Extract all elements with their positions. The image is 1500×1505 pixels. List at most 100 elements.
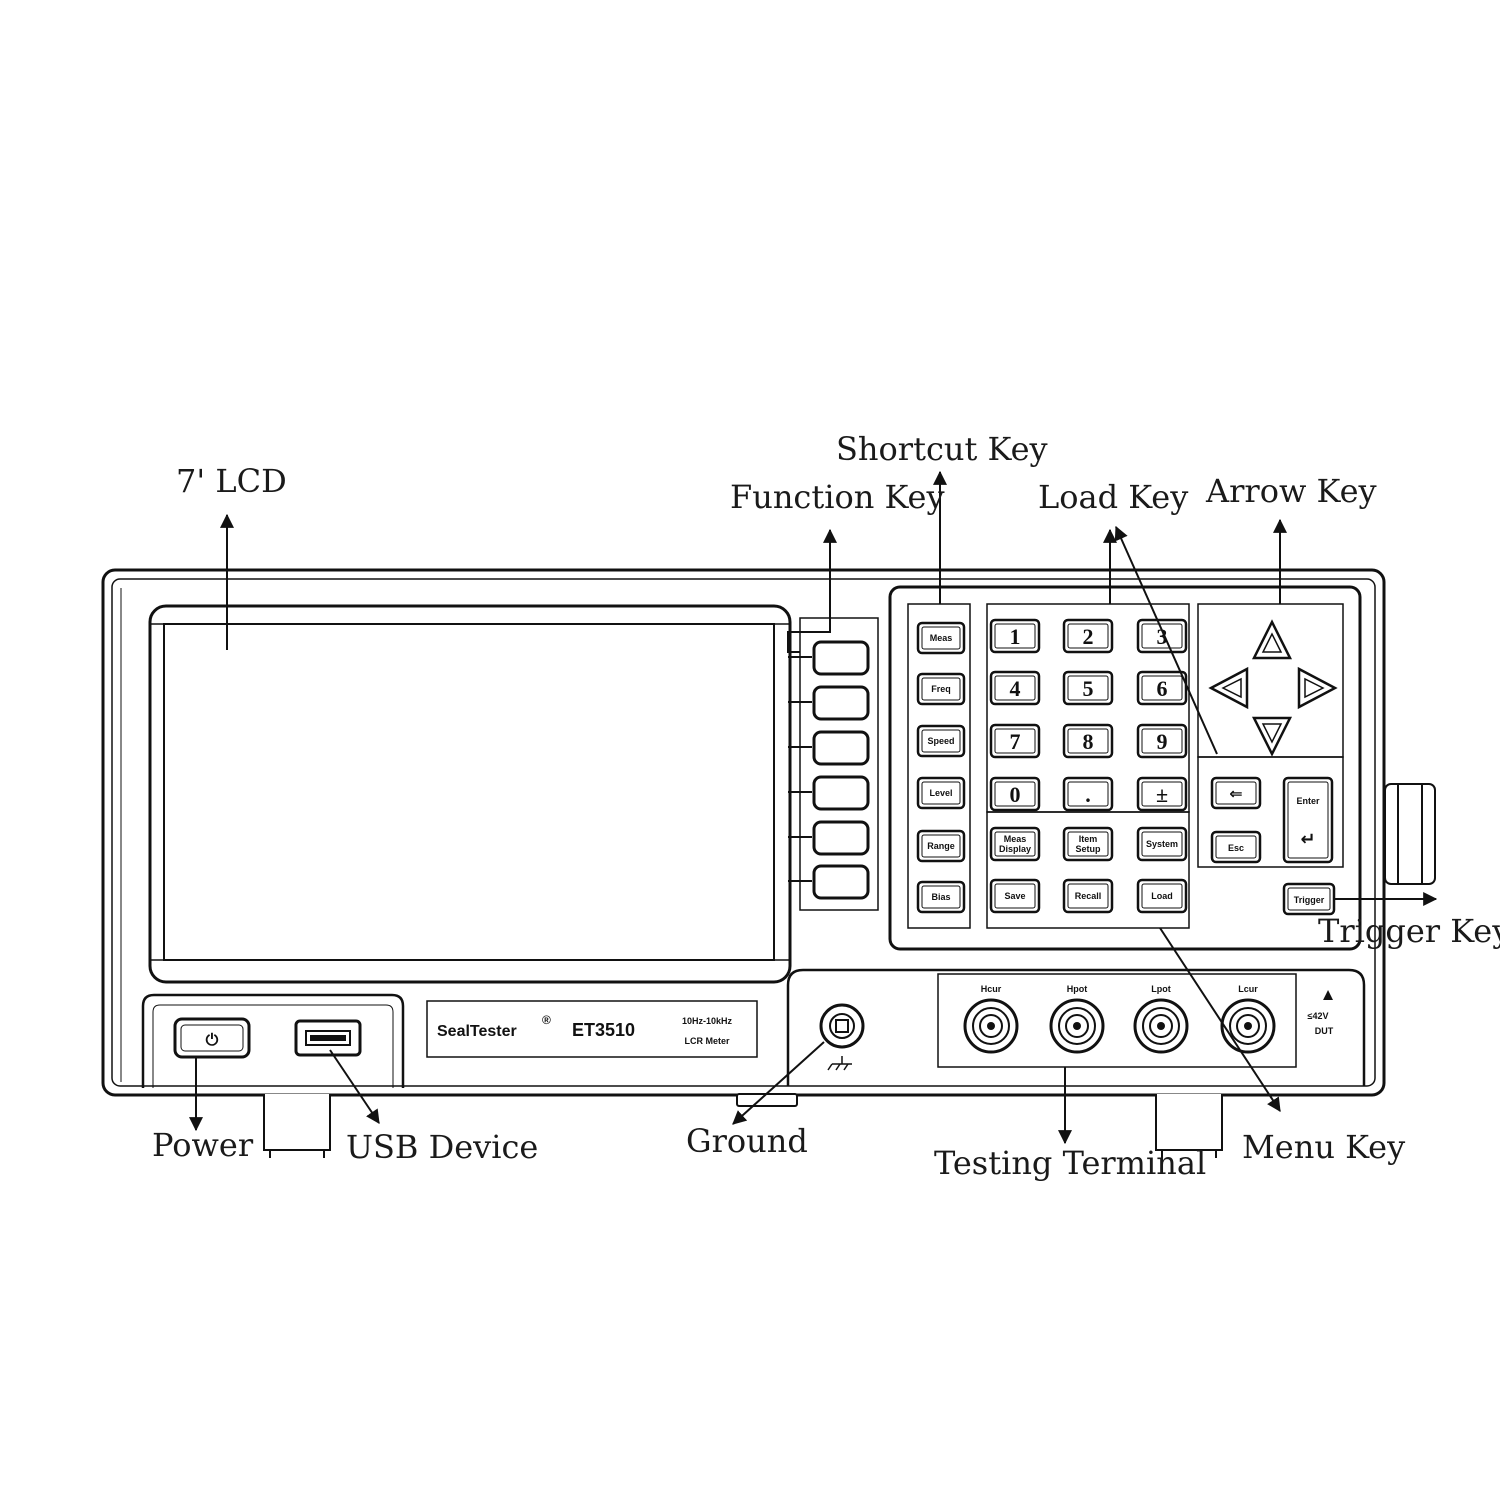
numeric-key-11-label: ± [1156,782,1168,807]
numeric-key-0[interactable]: 1 [989,618,1041,654]
callout-trigger-key: Trigger Key [1318,912,1500,950]
terminal-lpot[interactable]: Lpot [1133,984,1189,1054]
numeric-key-3[interactable]: 4 [989,670,1041,706]
callout-arrows [189,470,1438,1145]
menu-key-load[interactable]: Load [1136,878,1188,914]
numeric-key-8[interactable]: 9 [1136,723,1188,759]
numeric-key-7[interactable]: 8 [1062,723,1114,759]
numeric-key-10-label: . [1085,782,1091,807]
numeric-key-3-label: 4 [1010,676,1021,701]
callout-menu-key: Menu Key [1242,1128,1406,1166]
numeric-key-9-label: 0 [1010,782,1021,807]
numeric-key-6[interactable]: 7 [989,723,1041,759]
function-key-column [788,617,879,911]
function-key-6[interactable] [788,864,870,900]
callout-shortcut-key: Shortcut Key [836,430,1048,468]
menu-key-arrow [1159,927,1281,1112]
warning-dut: DUT [1315,1026,1334,1036]
callout-ground: Ground [686,1122,808,1160]
callout-arrow-key: Arrow Key [1206,472,1377,510]
menu-key-save-label: Save [1004,891,1025,901]
power-button[interactable]: ⏻ [173,1017,251,1059]
menu-key-item-setup-label-1: Setup [1075,844,1101,854]
shortcut-key-bias[interactable]: Bias [916,880,966,914]
menu-key-system[interactable]: System [1136,826,1188,862]
ground-symbol-icon [827,1056,852,1071]
shortcut-key-speed[interactable]: Speed [916,724,966,758]
terminal-hcur[interactable]: Hcur [963,984,1019,1054]
callout-lcd: 7' LCD [176,462,287,500]
function-key-1[interactable] [788,640,870,676]
numeric-key-4-label: 5 [1083,676,1094,701]
arrow-up-button[interactable] [1251,619,1293,660]
warning-triangle-icon: ▲ [1320,985,1337,1004]
numeric-key-7-label: 8 [1083,729,1094,754]
numeric-key-0-label: 1 [1010,624,1021,649]
shortcut-key-meas-label: Meas [930,633,953,643]
usb-device-arrow [329,1049,380,1124]
menu-key-save[interactable]: Save [989,878,1041,914]
numeric-key-8-label: 9 [1157,729,1168,754]
terminal-label: Hcur [981,984,1002,994]
shortcut-key-range[interactable]: Range [916,829,966,863]
nameplate: SealTester ® ET3510 10Hz-10kHz LCR Meter [426,1000,758,1058]
shortcut-key-level[interactable]: Level [916,776,966,810]
arrow-key-pad [1208,619,1338,757]
warning-voltage: ≤42V [1308,1011,1329,1021]
function-key-5[interactable] [788,820,870,856]
terminal-bay [786,968,1366,1086]
backspace-label: ⇐ [1229,786,1242,803]
numeric-key-5[interactable]: 6 [1136,670,1188,706]
terminal-label: Hpot [1067,984,1088,994]
arrow-left-button[interactable] [1208,666,1249,710]
brand-mark: ® [542,1013,551,1027]
side-handle [1384,783,1436,885]
numeric-key-1[interactable]: 2 [1062,618,1114,654]
callout-power: Power [152,1126,254,1164]
menu-key-recall[interactable]: Recall [1062,878,1114,914]
numeric-key-5-label: 6 [1157,676,1168,701]
numeric-key-2-label: 3 [1157,624,1168,649]
numeric-key-9[interactable]: 0 [989,776,1041,812]
esc-label: Esc [1228,843,1244,853]
terminal-lcur[interactable]: Lcur [1220,984,1276,1054]
arrow-down-button[interactable] [1251,716,1293,757]
spec-line-1: 10Hz-10kHz [682,1016,733,1026]
shortcut-key-freq-label: Freq [931,684,951,694]
numeric-key-11[interactable]: ± [1136,776,1188,812]
callout-function-key: Function Key [730,478,945,516]
ground-terminal[interactable] [819,1003,865,1071]
menu-key-item-setup-label-0: Item [1079,834,1098,844]
callout-load-key: Load Key [1038,478,1189,516]
numeric-key-2[interactable]: 3 [1136,618,1188,654]
terminal-hpot[interactable]: Hpot [1049,984,1105,1054]
shortcut-key-freq[interactable]: Freq [916,672,966,706]
shortcut-key-meas[interactable]: Meas [916,621,966,655]
shortcut-key-level-label: Level [929,788,952,798]
trigger-button[interactable]: Trigger [1282,882,1336,916]
function-key-4[interactable] [788,775,870,811]
numeric-key-4[interactable]: 5 [1062,670,1114,706]
function-key-arrow [787,528,837,653]
warning-mark: ▲ ≤42V DUT [1308,985,1337,1036]
enter-label: Enter [1296,796,1320,806]
terminal-label: Lpot [1151,984,1171,994]
usb-port[interactable] [294,1019,362,1057]
load-key-arrow-2 [1114,525,1218,755]
function-key-2[interactable] [788,685,870,721]
esc-button[interactable]: Esc [1210,830,1262,864]
enter-button[interactable]: Enter ↵ [1282,776,1334,864]
arrow-right-button[interactable] [1297,666,1338,710]
trigger-label: Trigger [1294,895,1325,905]
numeric-key-10[interactable]: . [1062,776,1114,812]
callout-usb-device: USB Device [346,1128,539,1166]
shortcut-key-bias-label: Bias [931,892,950,902]
function-key-3[interactable] [788,730,870,766]
terminal-label: Lcur [1238,984,1258,994]
backspace-button[interactable]: ⇐ [1210,776,1262,810]
shortcut-key-speed-label: Speed [927,736,954,746]
numeric-key-1-label: 2 [1083,624,1094,649]
lcd-screen [148,604,792,984]
